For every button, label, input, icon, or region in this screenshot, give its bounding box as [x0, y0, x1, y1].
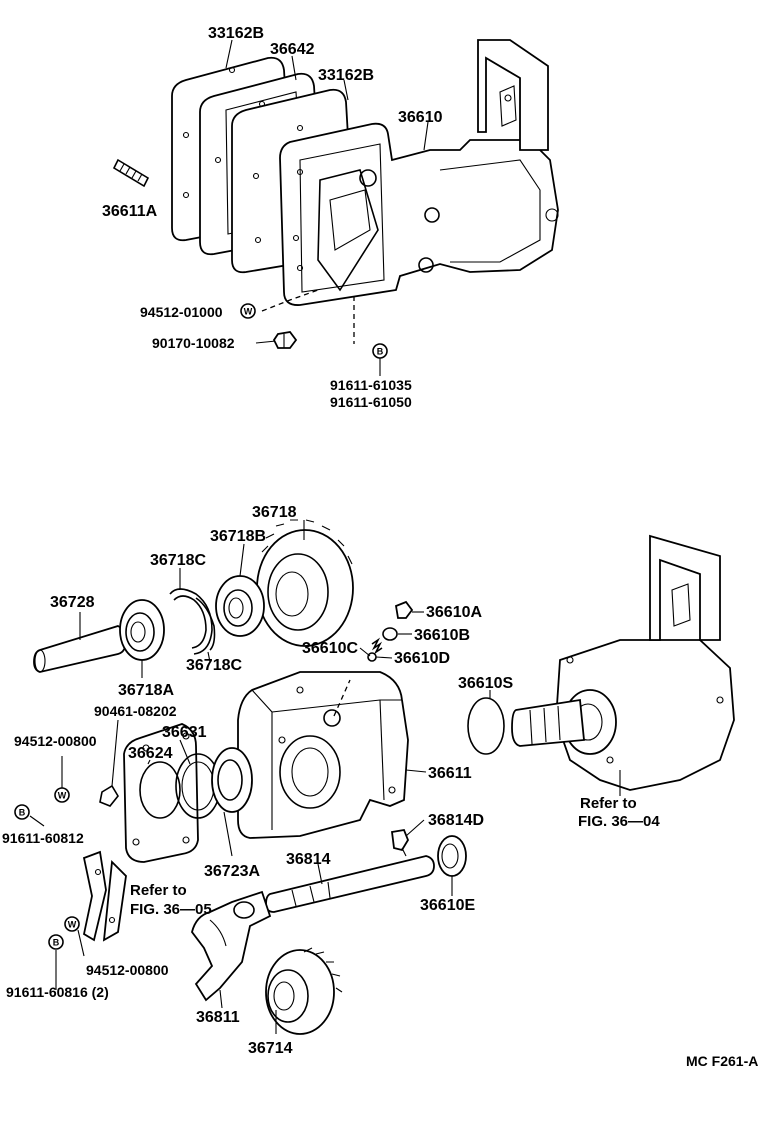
label-shift-fork: 36811 [196, 1009, 240, 1026]
shift-shaft-drawing [265, 855, 435, 913]
oil-seal-drawing [437, 835, 467, 877]
label-shift-shaft: 36814 [286, 851, 331, 868]
lower-assembly: W B W B [2, 504, 735, 1057]
bolt-symbol-text-b: B [53, 938, 60, 948]
label-washer-part: 94512-01000 [140, 304, 223, 320]
washer-symbol-lower-a: W [54, 787, 70, 803]
label-shaft: 36728 [50, 594, 95, 611]
label-washer-part-b: 94512-00800 [86, 962, 169, 978]
washer-symbol-lower-b: W [64, 916, 80, 932]
stud-drawing [112, 158, 150, 188]
label-pto-assembly: 36610 [398, 109, 443, 126]
lock-plate-drawing [99, 784, 119, 807]
label-nut-part: 90170-10082 [152, 335, 235, 351]
label-bolt-part-a: 91611-60812 [2, 830, 84, 846]
label-cover-gasket: 36631 [162, 724, 207, 741]
reference-fig-04-line1: Refer to [580, 795, 637, 812]
gear-bearing-drawing [215, 575, 265, 637]
shift-fork-drawing [191, 890, 272, 1002]
label-bolt-part-b: 91611-60816 (2) [6, 984, 109, 1000]
label-bolt-part-2: 91611-61050 [330, 394, 412, 410]
label-stud: 36611A [102, 203, 158, 220]
bearing-723-drawing [211, 747, 253, 813]
label-o-ring: 36610S [458, 675, 513, 692]
drive-gear-drawing [265, 947, 343, 1035]
label-gear-bearing: 36718B [210, 528, 266, 545]
label-ball-d: 36610D [394, 650, 450, 667]
breather-drawing [390, 828, 410, 857]
bolt-symbol-upper: B [372, 343, 388, 359]
label-spring-c: 36610C [302, 640, 358, 657]
bolt-symbol-text-a: B [19, 808, 26, 818]
o-ring-drawing [467, 697, 505, 755]
label-snap-ring-lower: 36718C [186, 657, 242, 674]
label-lock-part: 90461-08202 [94, 703, 177, 719]
lower-leaders [29, 520, 491, 1034]
bearing-a-drawing [119, 599, 165, 661]
washer-symbol-text-a: W [58, 791, 67, 801]
washer-symbol-upper: W [240, 303, 256, 319]
bolt-symbol-lower-b: B [48, 934, 64, 950]
label-bolt-part-1: 91611-61035 [330, 377, 412, 393]
label-breather: 36814D [428, 812, 484, 829]
label-cover: 36624 [128, 745, 173, 762]
label-gear: 36718 [252, 504, 297, 521]
nut-drawing [272, 331, 298, 349]
case-drawing [237, 671, 409, 839]
washer-symbol-text: W [244, 307, 253, 317]
bolt-symbol-text: B [377, 347, 384, 357]
label-gasket-outer: 33162B [208, 25, 264, 42]
upper-leaders [225, 39, 429, 376]
reference-fig-04-line2: FIG. 36—04 [578, 813, 660, 830]
figure-code: MC F261-A [686, 1053, 758, 1069]
label-washer-part-a: 94512-00800 [14, 733, 97, 749]
label-spacer: 36642 [270, 41, 315, 58]
label-snap-ring: 36718C [150, 552, 206, 569]
upper-assembly: W B 33162B 36642 33162B 36610 36611A 945… [102, 25, 559, 410]
bracket-drawing [82, 850, 127, 942]
cover-drawing [123, 723, 199, 863]
label-gasket-b: 36610B [414, 627, 470, 644]
washer-symbol-text-b: W [68, 920, 77, 930]
reference-fig-05-line1: Refer to [130, 882, 187, 899]
reference-fig-05-line2: FIG. 36—05 [130, 901, 212, 918]
label-plug: 36610A [426, 604, 482, 621]
gear-drawing [256, 519, 354, 647]
bolt-symbol-lower-a: B [14, 804, 30, 820]
pto-assembly-drawing [279, 39, 559, 306]
label-case: 36611 [428, 765, 472, 782]
label-drive-gear: 36714 [248, 1040, 293, 1057]
label-bearing-a: 36718A [118, 682, 174, 699]
label-bearing-723: 36723A [204, 863, 260, 880]
label-oil-seal: 36610E [420, 897, 475, 914]
snap-ring-drawing [169, 588, 216, 655]
label-gasket-inner: 33162B [318, 67, 374, 84]
transmission-housing-drawing [511, 534, 735, 796]
